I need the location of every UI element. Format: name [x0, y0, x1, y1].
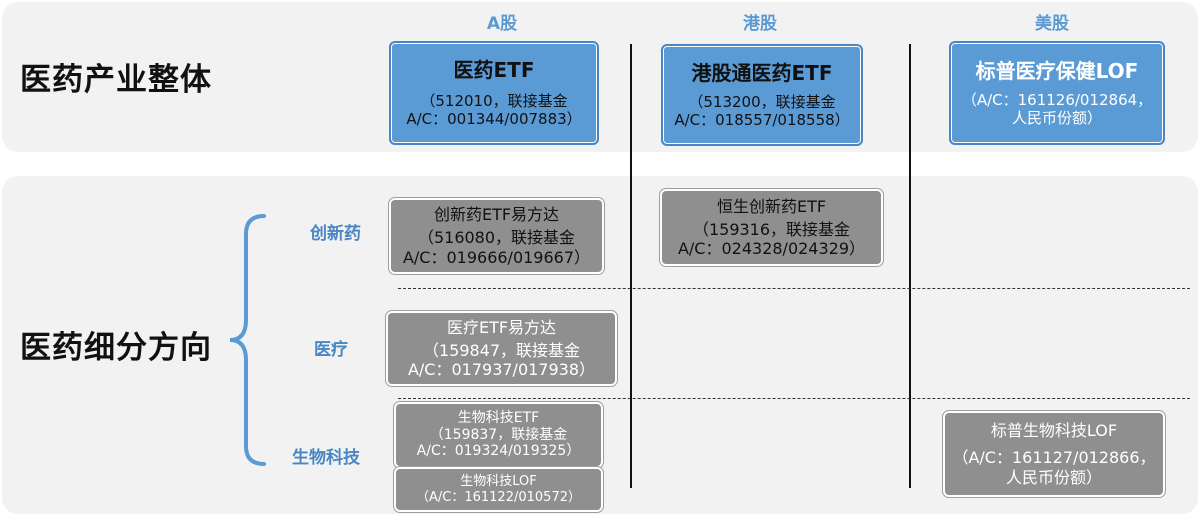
separator-innovative-medical [398, 288, 1190, 289]
fund-code-line: （A/C：161126/012864， [961, 90, 1153, 109]
fund-box-a-medical[interactable]: 医疗ETF易方达 （159847，联接基金 A/C：017937/017938） [386, 311, 617, 386]
fund-name: 医疗ETF易方达 [446, 317, 557, 337]
fund-feeder-line: A/C：019324/019325） [416, 443, 581, 460]
divider-a-hk [630, 44, 632, 488]
segment-label-innovative-drug: 创新药 [310, 224, 361, 244]
fund-box-us-biotech[interactable]: 标普生物科技LOF （A/C：161127/012866， 人民币份额） [943, 411, 1165, 497]
fund-box-a-innovative[interactable]: 创新药ETF易方达 （516080，联接基金 A/C：019666/019667… [389, 198, 604, 274]
fund-box-a-overall[interactable]: 医药ETF （512010，联接基金 A/C：001344/007883） [389, 41, 599, 145]
fund-name: 生物科技LOF [460, 473, 537, 489]
fund-feeder-line: A/C：019666/019667） [402, 247, 591, 267]
fund-share-line: 人民币份额） [1005, 467, 1102, 487]
column-header-us-share: 美股 [1035, 14, 1069, 34]
segment-label-biotech: 生物科技 [292, 448, 360, 468]
fund-box-hk-overall[interactable]: 港股通医药ETF （513200，联接基金 A/C：018557/018558） [661, 44, 863, 146]
fund-code-line: （159837，联接基金 [429, 426, 568, 443]
column-header-a-share: A股 [486, 14, 518, 34]
fund-code-line: （A/C：161127/012866， [952, 448, 1156, 468]
brace-icon [229, 214, 266, 466]
fund-code-line: （512010，联接基金 [420, 91, 568, 110]
fund-name: 标普医疗保健LOF [975, 58, 1139, 83]
column-header-hk-share: 港股 [743, 14, 777, 34]
row-title-segments: 医药细分方向 [20, 330, 212, 366]
fund-share-line: 人民币份额） [1011, 108, 1102, 127]
fund-name: 创新药ETF易方达 [433, 205, 560, 225]
fund-name: 医药ETF [453, 57, 535, 82]
segment-label-medical: 医疗 [314, 340, 348, 360]
fund-name: 生物科技ETF [457, 409, 540, 426]
fund-box-hk-innovative[interactable]: 恒生创新药ETF （159316，联接基金 A/C：024328/024329） [660, 189, 883, 266]
fund-feeder-line: A/C：018557/018558） [674, 110, 850, 129]
fund-feeder-line: A/C：001344/007883） [406, 109, 582, 128]
fund-box-us-overall[interactable]: 标普医疗保健LOF （A/C：161126/012864， 人民币份额） [949, 41, 1165, 145]
fund-code-line: （159316，联接基金 [692, 219, 851, 239]
row-title-overall: 医药产业整体 [20, 62, 212, 98]
fund-name: 恒生创新药ETF [716, 196, 827, 216]
fund-feeder-line: A/C：017937/017938） [407, 360, 596, 380]
fund-code-line: （513200，联接基金 [688, 92, 836, 111]
fund-name: 标普生物科技LOF [990, 421, 1118, 441]
divider-hk-us [909, 44, 911, 488]
fund-code-line: （A/C：161122/010572） [416, 489, 581, 505]
fund-code-line: （516080，联接基金 [417, 228, 576, 248]
separator-medical-biotech [398, 398, 1190, 399]
fund-name: 港股通医药ETF [691, 60, 833, 85]
fund-box-a-biotech-etf[interactable]: 生物科技ETF （159837，联接基金 A/C：019324/019325） [394, 402, 603, 468]
fund-code-line: （159847，联接基金 [422, 340, 581, 360]
fund-feeder-line: A/C：024328/024329） [677, 239, 866, 259]
fund-box-a-biotech-lof[interactable]: 生物科技LOF （A/C：161122/010572） [394, 467, 603, 512]
